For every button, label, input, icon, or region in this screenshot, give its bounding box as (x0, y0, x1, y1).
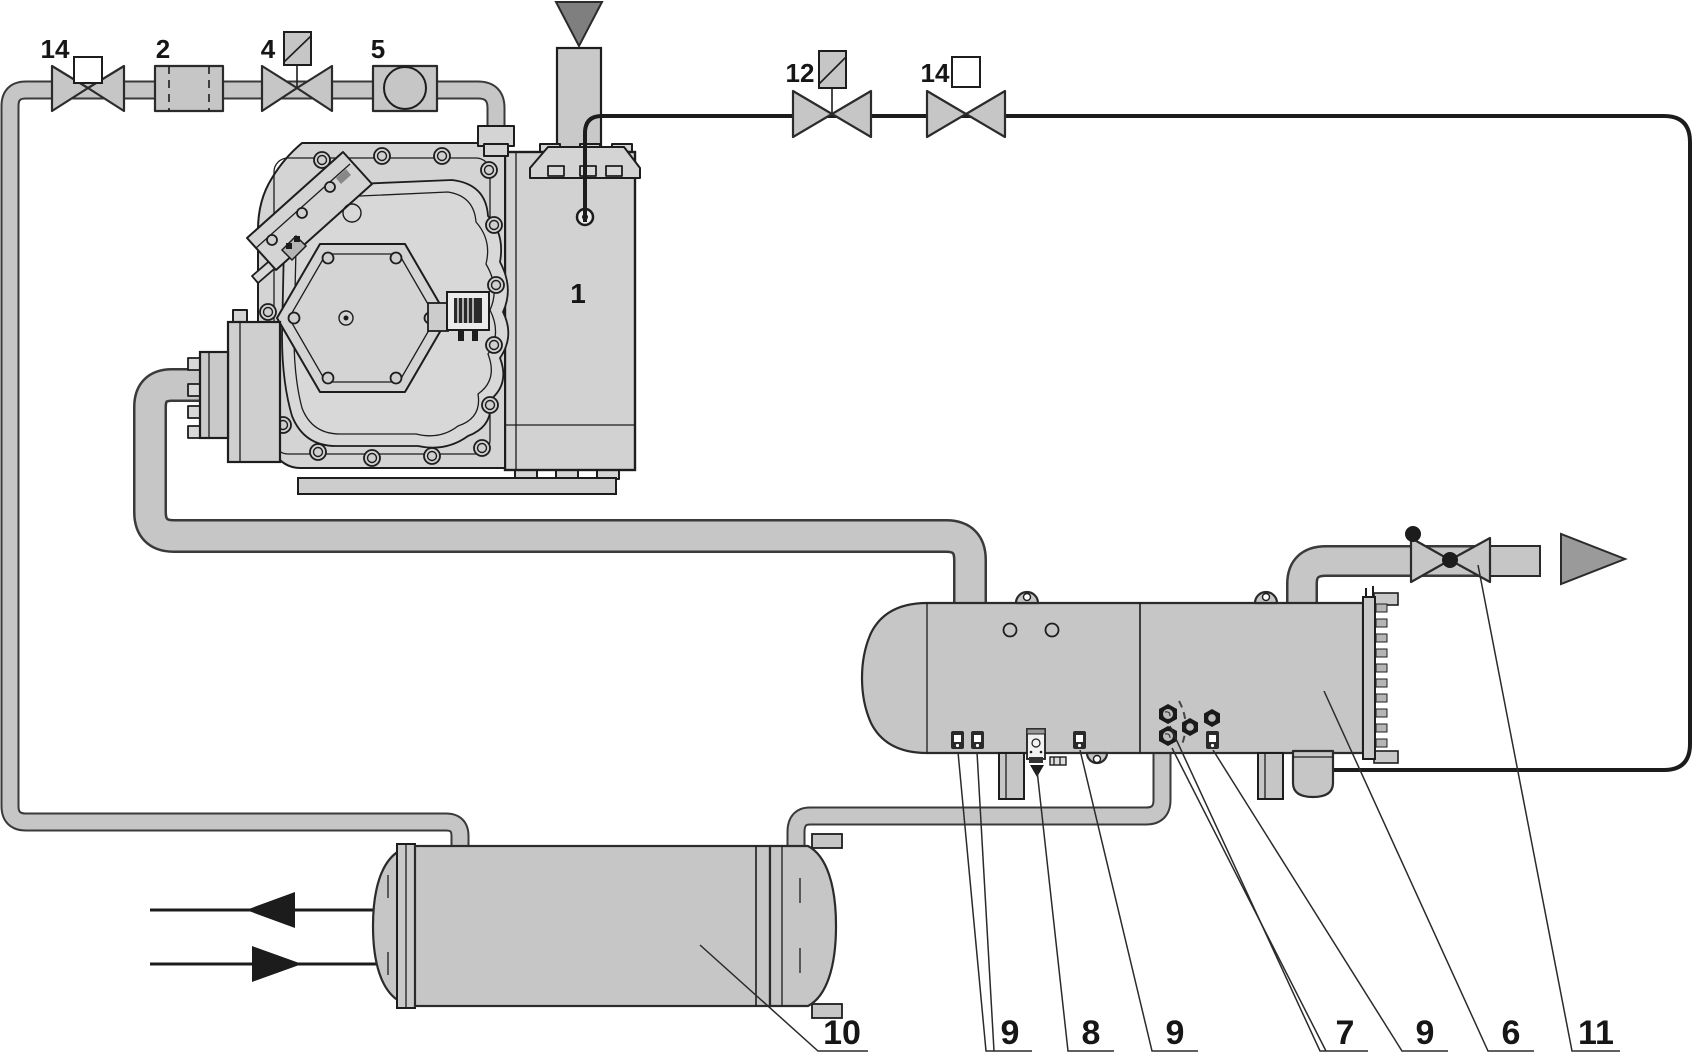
liquid-line-pipe (0, 80, 506, 852)
oil-cooler (371, 833, 843, 1019)
callout-sensor-2: 9 (1166, 1014, 1185, 1052)
discharge-flow-arrow-icon (1560, 532, 1628, 586)
cylinder-head (246, 151, 373, 284)
callout-shutoff-valve-left: 14 (41, 34, 70, 64)
oil-service-fittings (1159, 700, 1220, 748)
solenoid-valve-oil (791, 50, 873, 139)
callout-shutoff-valve-right: 14 (921, 58, 950, 88)
valve-stem-dot (1405, 526, 1421, 542)
vessel-legs (998, 752, 1284, 800)
callout-oil-cooler: 10 (823, 1014, 861, 1052)
vessel-outlet-pipe (1286, 545, 1538, 603)
water-in-arrow-icon (252, 946, 302, 982)
oil-pump (187, 309, 282, 464)
sensor-fitting (1206, 731, 1219, 749)
callout-solenoid-valve-oil: 12 (786, 58, 815, 88)
sight-glass (371, 64, 439, 113)
oil-level-regulator (1026, 728, 1067, 777)
discharge-valve (1405, 526, 1541, 584)
valve-cap (73, 56, 103, 84)
oil-sump (1291, 749, 1335, 799)
compressor-body (245, 142, 510, 469)
sensor-fitting (1073, 731, 1086, 749)
compressor-illustration (187, 0, 641, 495)
callout-oil-service-fittings: 7 (1336, 1014, 1355, 1052)
liquid-injection-fitting (477, 125, 515, 157)
callout-discharge-valve: 11 (1578, 1014, 1614, 1052)
sensor-fitting (951, 731, 964, 749)
callout-oil-level-regulator: 8 (1082, 1014, 1101, 1052)
callout-compressor: 1 (570, 278, 586, 309)
oil-separator-vessel (860, 586, 1399, 800)
water-lines (150, 892, 400, 982)
callout-filter-drier: 2 (156, 34, 170, 64)
suction-arrow-icon (554, 0, 604, 49)
shutoff-valve-14-right (925, 56, 1007, 139)
callout-oil-separator: 6 (1502, 1014, 1521, 1052)
valve-center-dot (1442, 552, 1458, 568)
sensor-fitting (971, 731, 984, 749)
motor-housing (503, 143, 637, 480)
oil-return-pipe (786, 747, 1172, 852)
callout-sight-glass: 5 (371, 34, 385, 64)
suction-pipe (555, 46, 603, 160)
water-out-arrow-icon (246, 892, 295, 928)
mounting-rail (297, 477, 617, 495)
shaft-module (427, 291, 490, 341)
vessel-end-flange (1362, 586, 1399, 764)
leader-lines (699, 564, 1620, 1052)
solenoid-valve-liquid (260, 31, 334, 113)
filter-drier (153, 64, 225, 113)
valve-cap (951, 56, 981, 88)
callout-sensor-3: 9 (1416, 1014, 1435, 1052)
callout-sensor-1: 9 (1001, 1014, 1020, 1052)
oil-equalization-line (583, 114, 1692, 772)
discharge-pipe (133, 368, 987, 603)
callout-solenoid-valve-liquid: 4 (261, 34, 276, 64)
shutoff-valve-14-left (50, 56, 126, 113)
